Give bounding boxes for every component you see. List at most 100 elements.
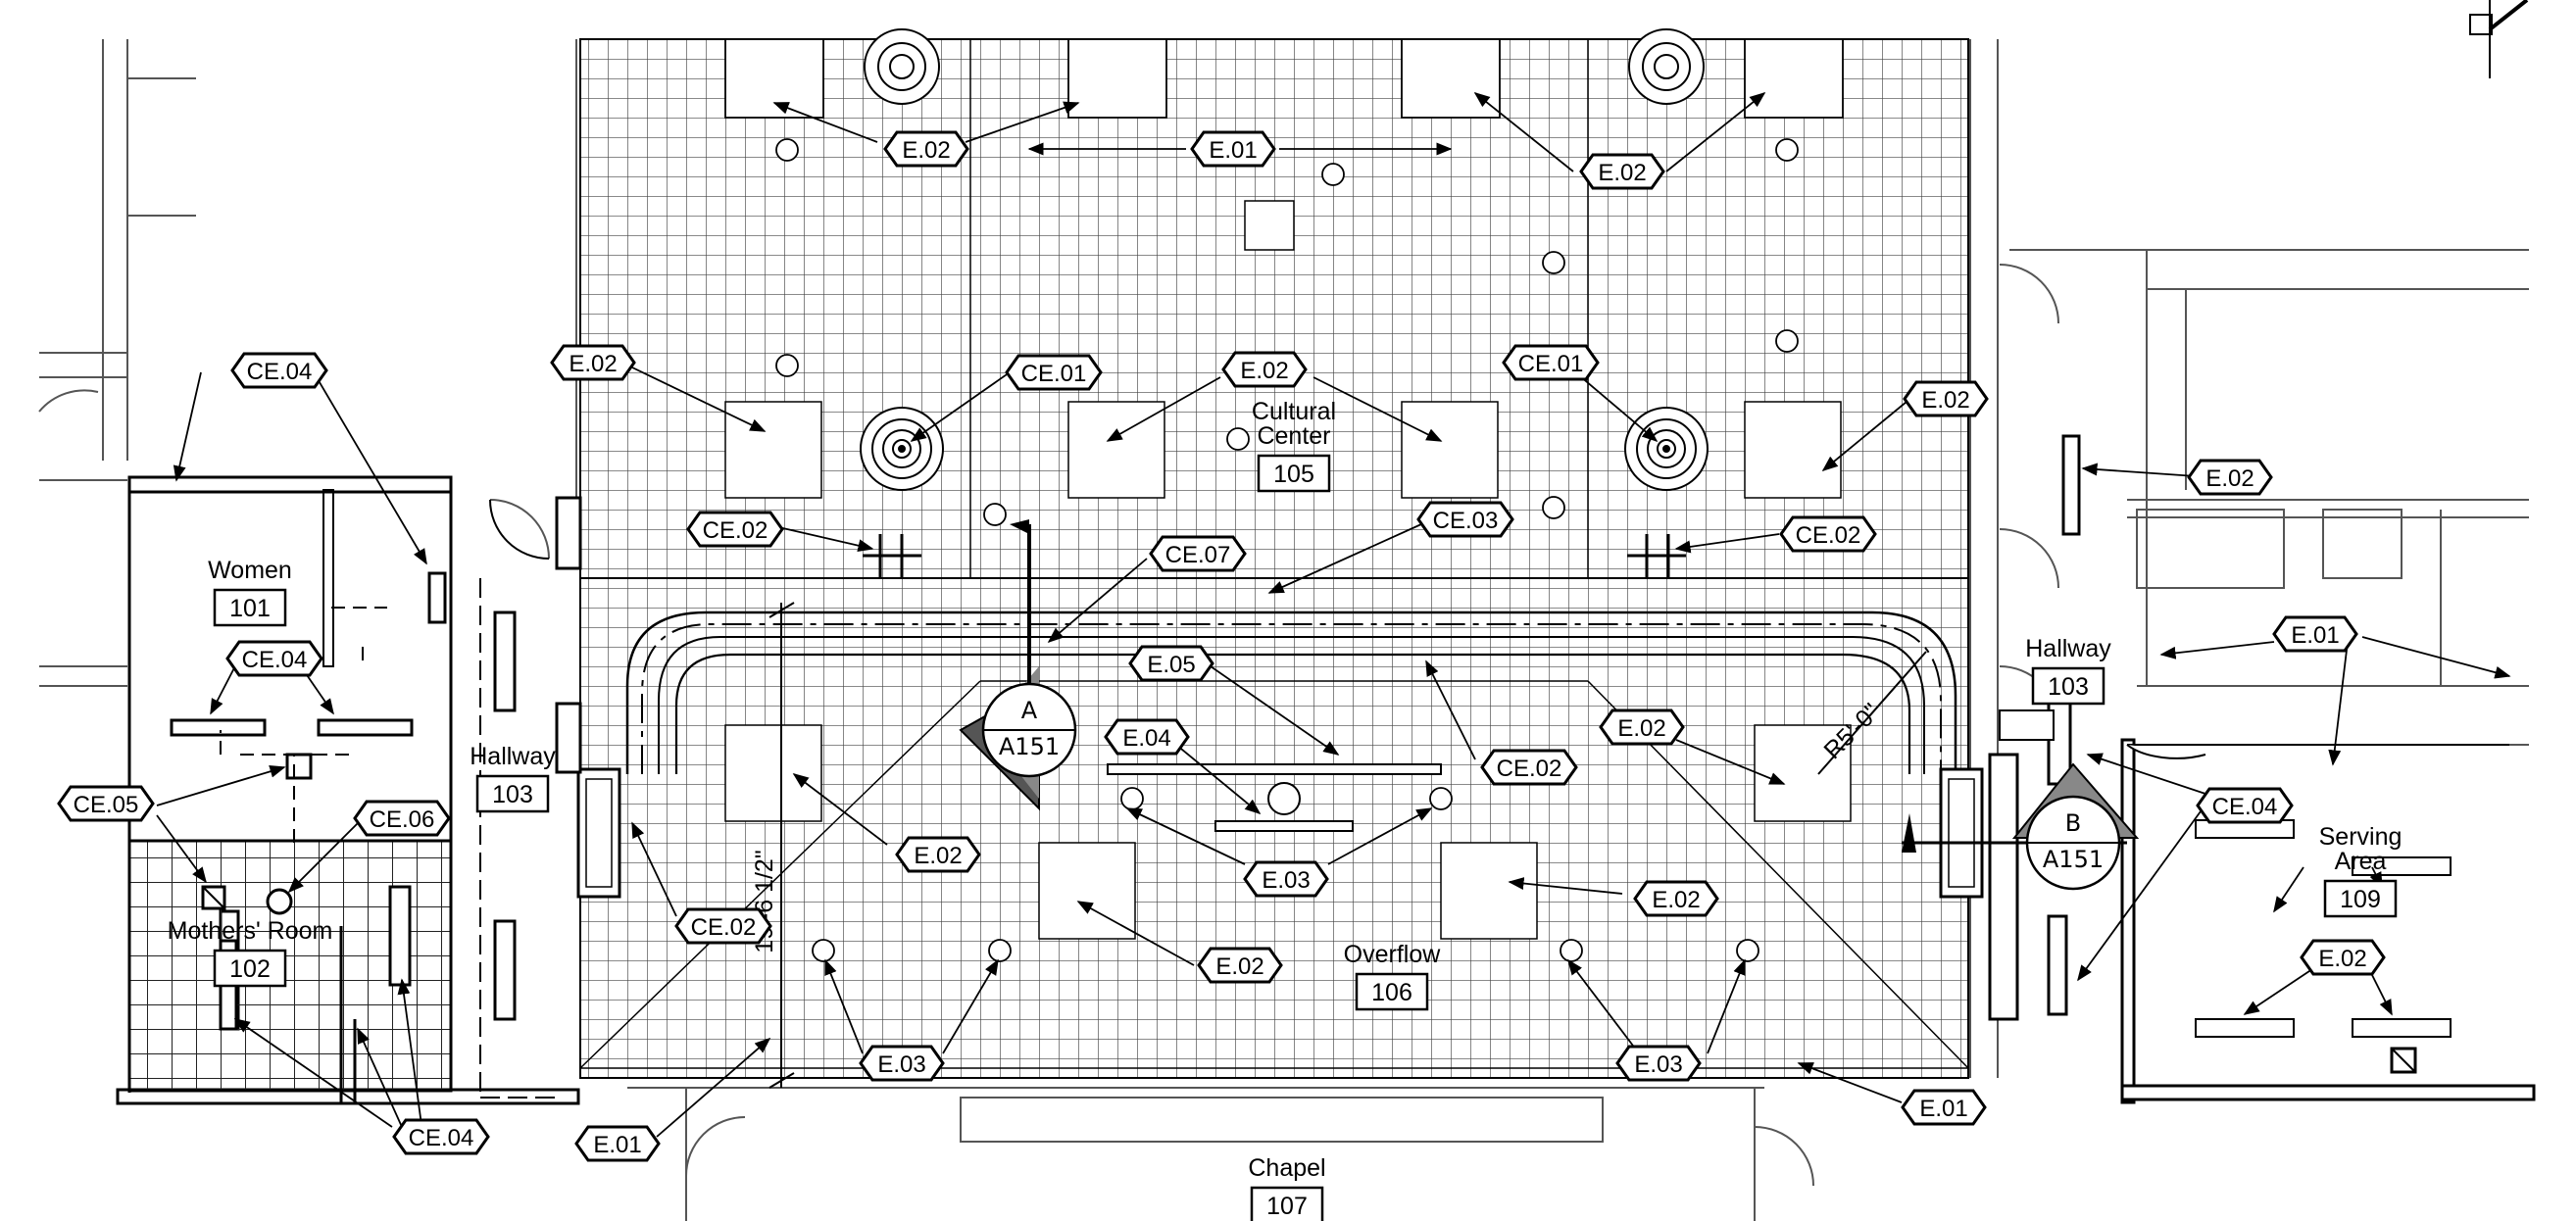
room-number: 103 — [2048, 673, 2089, 701]
keynote-tag[interactable]: CE.04 — [2196, 787, 2294, 824]
keynote-tag[interactable]: E.02 — [1221, 351, 1308, 388]
keynote-tag[interactable]: CE.02 — [686, 511, 784, 548]
keynote-tag[interactable]: E.03 — [1615, 1045, 1702, 1082]
keynote-tag-frame — [895, 836, 981, 873]
keynote-tag-label: CE.03 — [1433, 508, 1499, 534]
room-name: Women — [208, 557, 292, 584]
keynote-tag-label: CE.02 — [1497, 756, 1562, 782]
room-name: Hallway — [470, 743, 556, 770]
keynote-tag-frame — [392, 1118, 490, 1155]
keynote-tag[interactable]: CE.04 — [230, 352, 328, 389]
keynote-tag[interactable]: E.01 — [1901, 1089, 1987, 1126]
keynote-tag-label: CE.04 — [242, 647, 308, 673]
keynote-tag[interactable]: E.02 — [895, 836, 981, 873]
keynote-tag-label: E.05 — [1147, 652, 1195, 678]
keynote-tag-label: E.04 — [1122, 725, 1170, 752]
keynote-tag-label: E.02 — [1215, 953, 1263, 980]
keynote-tag-frame — [353, 800, 451, 837]
keynote-tag[interactable]: E.02 — [2187, 459, 2273, 496]
grid-crosses — [863, 534, 1686, 578]
room-name: Cultural — [1252, 398, 1336, 425]
keynote-tag-frame — [1480, 749, 1578, 786]
keynote-tag-frame — [1901, 1089, 1987, 1126]
room-number: 107 — [1266, 1193, 1308, 1220]
keynote-tag[interactable]: CE.01 — [1005, 354, 1103, 391]
keynote-tag[interactable]: E.02 — [1633, 880, 1719, 917]
keynote-tag-frame — [1005, 354, 1103, 391]
room-name: Mothers' Room — [168, 917, 333, 945]
keynote-tag[interactable]: CE.01 — [1502, 344, 1600, 381]
keynote-tag-frame — [57, 785, 155, 822]
keynote-tag-label: CE.04 — [247, 359, 313, 385]
keynote-tag-label: CE.02 — [703, 517, 768, 544]
keynote-tag-frame — [1243, 860, 1329, 898]
keynote-tag[interactable]: E.02 — [1903, 380, 1989, 417]
keynote-tag[interactable]: CE.04 — [392, 1118, 490, 1155]
room-number: 105 — [1273, 461, 1314, 488]
keynote-tag[interactable]: E.04 — [1104, 718, 1190, 756]
section-marker-sheet: A151 — [999, 733, 1060, 760]
keynote-tag[interactable]: E.02 — [1599, 708, 1685, 746]
section-marker-b[interactable] — [1902, 762, 2140, 891]
keynote-tag[interactable]: CE.05 — [57, 785, 155, 822]
keynote-tag-label: E.01 — [1919, 1096, 1967, 1122]
keynote-tag[interactable]: E.01 — [574, 1125, 661, 1162]
keynote-tag-frame — [2187, 459, 2273, 496]
keynote-tag-frame — [550, 344, 636, 381]
room-name: Area — [2335, 848, 2387, 875]
keynote-tag[interactable]: CE.07 — [1149, 535, 1247, 572]
section-marker-a[interactable] — [959, 519, 1077, 811]
grid-panel-breaks — [969, 39, 1589, 578]
keynote-tag-frame — [1190, 130, 1276, 168]
keynote-tag[interactable]: E.03 — [859, 1045, 945, 1082]
keynote-tag-label: E.01 — [2291, 622, 2339, 649]
keynote-tag-frame — [1416, 501, 1514, 538]
wall-fixtures — [555, 434, 2081, 1021]
keynote-tag[interactable]: CE.03 — [1416, 501, 1514, 538]
keynote-tag-label: CE.01 — [1021, 361, 1087, 387]
keynote-tag[interactable]: E.02 — [1579, 153, 1665, 190]
keynote-tag-frame — [574, 1125, 661, 1162]
keynote-tag-frame — [883, 130, 969, 168]
room-number-box — [213, 949, 287, 988]
keynote-tag-label: CE.07 — [1165, 542, 1231, 568]
room-number-box — [1257, 454, 1331, 493]
keynote-tag[interactable]: E.01 — [1190, 130, 1276, 168]
room-number-box — [2323, 879, 2398, 918]
keynote-tag-label: E.02 — [1617, 715, 1665, 742]
keynote-tag[interactable]: CE.02 — [674, 907, 772, 945]
keynote-tag-frame — [686, 511, 784, 548]
keynote-tag[interactable]: E.02 — [550, 344, 636, 381]
room-number-box — [2031, 666, 2105, 706]
room-name: Overflow — [1344, 941, 1442, 968]
keynote-tag-label: CE.04 — [2212, 794, 2278, 820]
keynote-tag[interactable]: CE.04 — [225, 640, 323, 677]
pendant-fixture — [1107, 763, 1442, 832]
keynote-tag-frame — [1615, 1045, 1702, 1082]
keynote-tag[interactable]: E.01 — [2272, 615, 2358, 653]
room-number-box — [1355, 972, 1429, 1011]
room-name: Serving — [2319, 823, 2403, 851]
ceiling-recesses — [724, 38, 1844, 119]
keynote-tag[interactable]: E.02 — [1197, 947, 1283, 984]
keynote-tag-frame — [1779, 515, 1877, 553]
keynote-tag[interactable]: E.05 — [1128, 645, 1214, 682]
keynote-tag[interactable]: CE.02 — [1480, 749, 1578, 786]
keynote-tag-label: E.02 — [569, 351, 617, 377]
keynote-tag-label: E.03 — [1262, 867, 1310, 894]
keynote-tag-frame — [1197, 947, 1283, 984]
keynote-tag[interactable]: CE.06 — [353, 800, 451, 837]
room-number-box — [1250, 1186, 1324, 1221]
keynote-tag[interactable]: E.02 — [2300, 939, 2386, 976]
section-marker-letter: A — [1021, 697, 1038, 724]
keynote-tag[interactable]: CE.02 — [1779, 515, 1877, 553]
keynote-tag[interactable]: E.03 — [1243, 860, 1329, 898]
keynote-tag-frame — [1149, 535, 1247, 572]
keynote-tag-label: CE.01 — [1518, 351, 1584, 377]
keynote-tag[interactable]: E.02 — [883, 130, 969, 168]
keynote-tag-frame — [1128, 645, 1214, 682]
